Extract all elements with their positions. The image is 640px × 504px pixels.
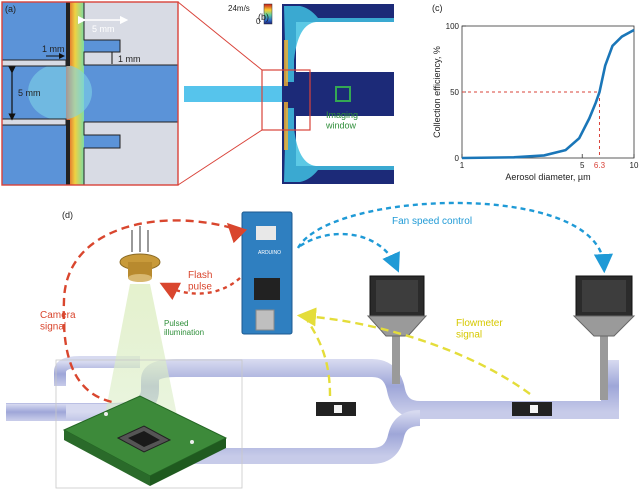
panel-a-core [28,64,92,120]
colorbar: 24m/s 0 [228,3,273,26]
camera-sensor [128,431,160,447]
duct-inlet [6,404,66,420]
zoom-line-top [177,1,263,71]
camera-signal-head [226,222,248,244]
arduino-logo-text: ARDUINO [258,250,281,256]
camera-board [62,395,228,486]
y-tick-label: 50 [450,88,459,97]
arduino-board: ARDUINO [241,211,293,335]
panel-a-lower-wall [83,121,179,186]
dim-gap-left-label: 1 mm [42,44,65,54]
flowmeter-signal-arrow-left [304,317,332,397]
flowmeter-signal-arrow-right [296,307,531,395]
fan-left-face [376,280,418,312]
arduino-usb [255,309,275,331]
x-tick-label: 1 [460,161,465,170]
fan-speed-arrow-right [296,201,613,274]
annotation-label: 6.3 [594,161,606,170]
laser-lens [128,274,152,282]
panel-b-inlet [184,86,282,102]
panel-a: (a) 5 mm 1 mm 1 mm 5 mm [1,1,179,186]
colorbar-min: 0 [256,17,261,26]
fan-right [572,275,636,337]
fan-speed-arrow-left [299,232,400,273]
panel-b-outlet [282,86,394,102]
arduino-reset [256,226,276,240]
camera-box-outline [55,359,243,489]
panel-a-gap-wall-bottom [66,120,70,185]
fan-right-funnel [572,315,636,337]
fan-left [366,275,428,337]
duct-bypass [54,356,140,386]
flowmeter-left-port [334,405,342,413]
light-cone [104,284,178,420]
fan-right-face [582,280,626,312]
flowmeter-right-port [530,405,538,413]
y-tick-label: 0 [455,154,460,163]
arduino-pcb [241,211,293,335]
y-tick-label: 100 [446,22,460,31]
arduino-chip [254,278,280,300]
dim-channel-label: 5 mm [18,88,41,98]
colorbar-max: 24m/s [228,4,250,13]
dim-top-label: 5 mm [92,24,115,34]
panel-b-jet-upper [284,6,394,82]
panel-a-label: (a) [5,4,16,14]
laser-can [128,262,152,278]
laser-diode [119,226,161,282]
x-tick-label: 10 [630,161,639,170]
camera-hole-2 [190,440,194,444]
camera-hole-1 [104,412,108,416]
x-tick-label: 5 [580,161,585,170]
dim-gap-right-label: 1 mm [118,54,141,64]
panel-a-gap-wall-top [66,2,70,66]
imaging-window-box [335,86,351,102]
fan-speed-control-label: Fan speed control [392,216,472,227]
y-axis-label: Collection efficiency, % [432,46,442,138]
panel-a-frame [1,1,179,186]
colorbar-bar [263,3,273,25]
flowmeter-left [316,402,356,416]
panel-a-upper-lip [1,59,67,67]
panel-b-label: (b) [258,12,269,22]
panel-d-label: (d) [62,210,73,220]
efficiency-curve [461,28,635,160]
zoom-line-bottom [177,129,263,186]
panel-c-label: (c) [432,3,443,13]
flowmeter-right [512,402,552,416]
panel-b-upper-gap [296,22,394,72]
x-axis-label: Aerosol diameter, µm [505,172,590,182]
panel-b-jet-lower [284,108,394,182]
panel-b-lower-gap [296,116,394,166]
camera-signal-arrow [62,219,233,404]
panel-d: (d) [6,201,636,489]
camera-pcb-edge-right [150,438,226,486]
panel-b-zoom-box [261,69,311,131]
camera-pcb-edge [64,430,150,486]
panel-a-lower-lip [1,118,67,126]
